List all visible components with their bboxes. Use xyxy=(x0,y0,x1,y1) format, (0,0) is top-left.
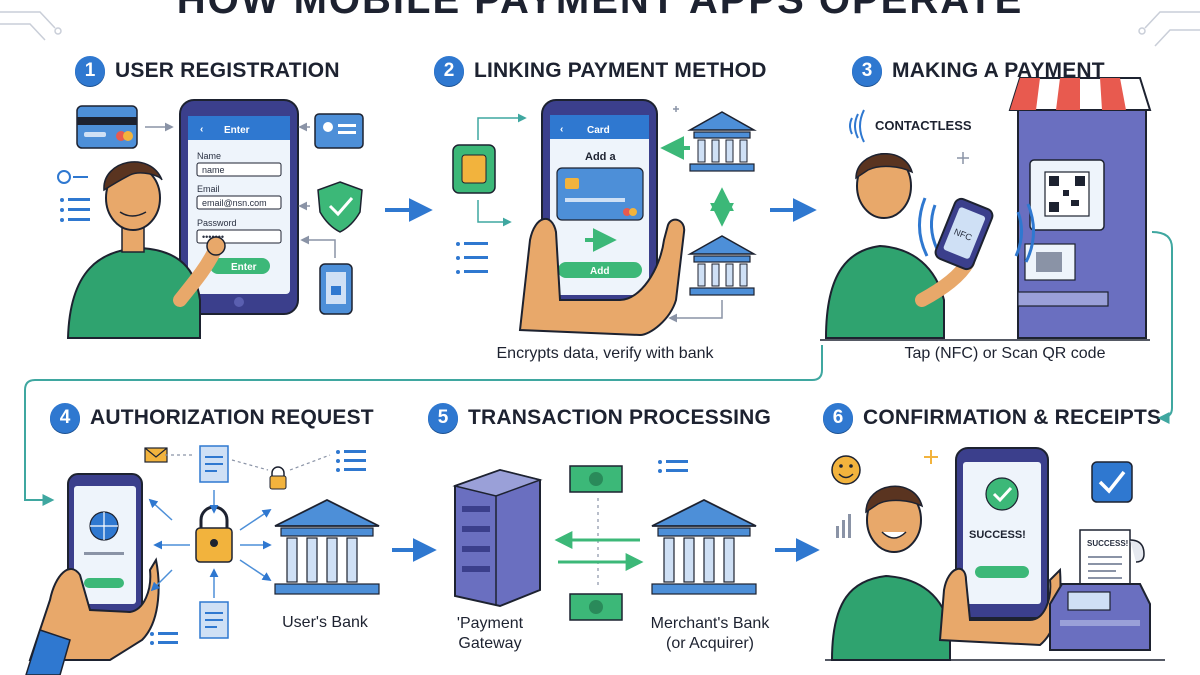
person-registering xyxy=(66,161,226,339)
step-1-illustration: ‹ Enter Name name Email email@nsn.com Pa… xyxy=(57,99,364,339)
small-circle-icon xyxy=(57,170,71,184)
step-6-header: 6 CONFIRMATION & RECEIPTS xyxy=(823,403,1161,433)
person-confirmed xyxy=(830,485,951,661)
merchants-bank-icon xyxy=(651,498,757,595)
step-6-badge: 6 xyxy=(823,403,853,433)
linking-caption: Encrypts data, verify with bank xyxy=(496,345,714,362)
step-4-badge: 4 xyxy=(50,403,80,433)
dotted-connectors xyxy=(165,454,331,471)
step-4-label: AUTHORIZATION REQUEST xyxy=(90,406,374,429)
shield-check-icon xyxy=(317,181,363,233)
gateway-caption: 'Payment Gateway xyxy=(435,614,545,654)
svg-text:Add a: Add a xyxy=(585,151,616,163)
small-lock-icon xyxy=(269,466,287,490)
svg-text:Email: Email xyxy=(197,184,220,194)
list-icon xyxy=(150,632,178,645)
link-card-phone: ‹ Card Add a Add xyxy=(518,99,686,337)
svg-text:Enter: Enter xyxy=(224,125,250,136)
step-6-illustration: SUCCESS! SUCCESS! xyxy=(830,447,1151,661)
merchants-bank-caption-line1: Merchant's Bank xyxy=(650,615,770,632)
nfc-signal-icon xyxy=(918,197,1035,263)
payment-caption: Tap (NFC) or Scan QR code xyxy=(904,345,1106,362)
checkbox-icon xyxy=(1091,461,1133,503)
svg-text:name: name xyxy=(202,165,225,175)
receipt-printer: SUCCESS! xyxy=(1049,529,1151,651)
cash-icon xyxy=(569,465,623,493)
step-1-label: USER REGISTRATION xyxy=(115,59,340,82)
step-2-illustration: ‹ Card Add a Add xyxy=(452,99,757,337)
svg-text:Enter: Enter xyxy=(231,262,257,273)
payment-kiosk xyxy=(1008,77,1152,339)
step-3-badge: 3 xyxy=(852,56,882,86)
person-paying: NFC xyxy=(824,153,994,339)
success-phone: SUCCESS! xyxy=(938,447,1062,647)
hand xyxy=(28,557,160,661)
svg-text:Add: Add xyxy=(590,266,609,277)
step-5-badge: 5 xyxy=(428,403,458,433)
smiley-icon xyxy=(831,455,861,485)
auth-phone xyxy=(25,473,160,675)
check-icon xyxy=(985,477,1019,511)
svg-text:Password: Password xyxy=(197,218,237,228)
svg-text:SUCCESS!: SUCCESS! xyxy=(969,529,1026,541)
contactless-label: CONTACTLESS xyxy=(875,118,972,133)
step-5-illustration xyxy=(452,460,757,621)
users-bank-icon xyxy=(274,498,380,595)
credit-card-icon xyxy=(76,105,138,149)
merchants-bank-caption: Merchant's Bank (or Acquirer) xyxy=(630,614,790,654)
svg-text:Card: Card xyxy=(587,125,610,136)
bar-chart-icon xyxy=(836,514,851,538)
registration-phone: ‹ Enter Name name Email email@nsn.com Pa… xyxy=(179,99,299,315)
step-4-illustration xyxy=(25,445,380,675)
step-6-label: CONFIRMATION & RECEIPTS xyxy=(863,406,1162,429)
list-icon xyxy=(336,450,366,472)
corner-decoration-left xyxy=(0,11,62,41)
list-icon xyxy=(658,460,688,473)
infographic-title: HOW MOBILE PAYMENT APPS OPERATE xyxy=(176,0,1024,22)
svg-text:email@nsn.com: email@nsn.com xyxy=(202,198,267,208)
step-1-header: 1 USER REGISTRATION xyxy=(75,56,340,86)
document-icon xyxy=(199,445,229,483)
step-3-header: 3 MAKING A PAYMENT xyxy=(852,56,1105,86)
corner-decoration-right xyxy=(1138,11,1200,47)
svg-text:Name: Name xyxy=(197,151,221,161)
document-icon xyxy=(199,601,229,639)
step-5-label: TRANSACTION PROCESSING xyxy=(468,406,772,429)
merchants-bank-caption-line2: (or Acquirer) xyxy=(665,635,755,652)
bank-icon xyxy=(687,235,757,296)
gateway-caption-line2: Gateway xyxy=(458,635,522,652)
svg-text:‹: ‹ xyxy=(200,124,203,135)
padlock-icon xyxy=(195,505,233,563)
bank-icon xyxy=(687,111,757,172)
step-4-header: 4 AUTHORIZATION REQUEST xyxy=(50,403,374,433)
step-3-label: MAKING A PAYMENT xyxy=(892,59,1105,82)
server-icon xyxy=(452,468,543,608)
step-3-illustration: NFC xyxy=(824,77,1152,339)
list-icon xyxy=(60,198,90,222)
gateway-caption-line1: 'Payment xyxy=(456,615,524,632)
step-1-badge: 1 xyxy=(75,56,105,86)
users-bank-caption: User's Bank xyxy=(282,614,368,631)
step-2-badge: 2 xyxy=(434,56,464,86)
step-2-header: 2 LINKING PAYMENT METHOD xyxy=(434,56,767,86)
cash-icon xyxy=(569,593,623,621)
flow-connector xyxy=(24,345,823,506)
nfc-waves-icon xyxy=(849,109,865,143)
svg-text:‹: ‹ xyxy=(560,124,563,135)
list-icon xyxy=(456,242,488,274)
flow-connector xyxy=(1151,231,1173,424)
step-5-header: 5 TRANSACTION PROCESSING xyxy=(428,403,771,433)
step-2-label: LINKING PAYMENT METHOD xyxy=(474,59,767,82)
svg-text:SUCCESS!: SUCCESS! xyxy=(1087,539,1128,548)
